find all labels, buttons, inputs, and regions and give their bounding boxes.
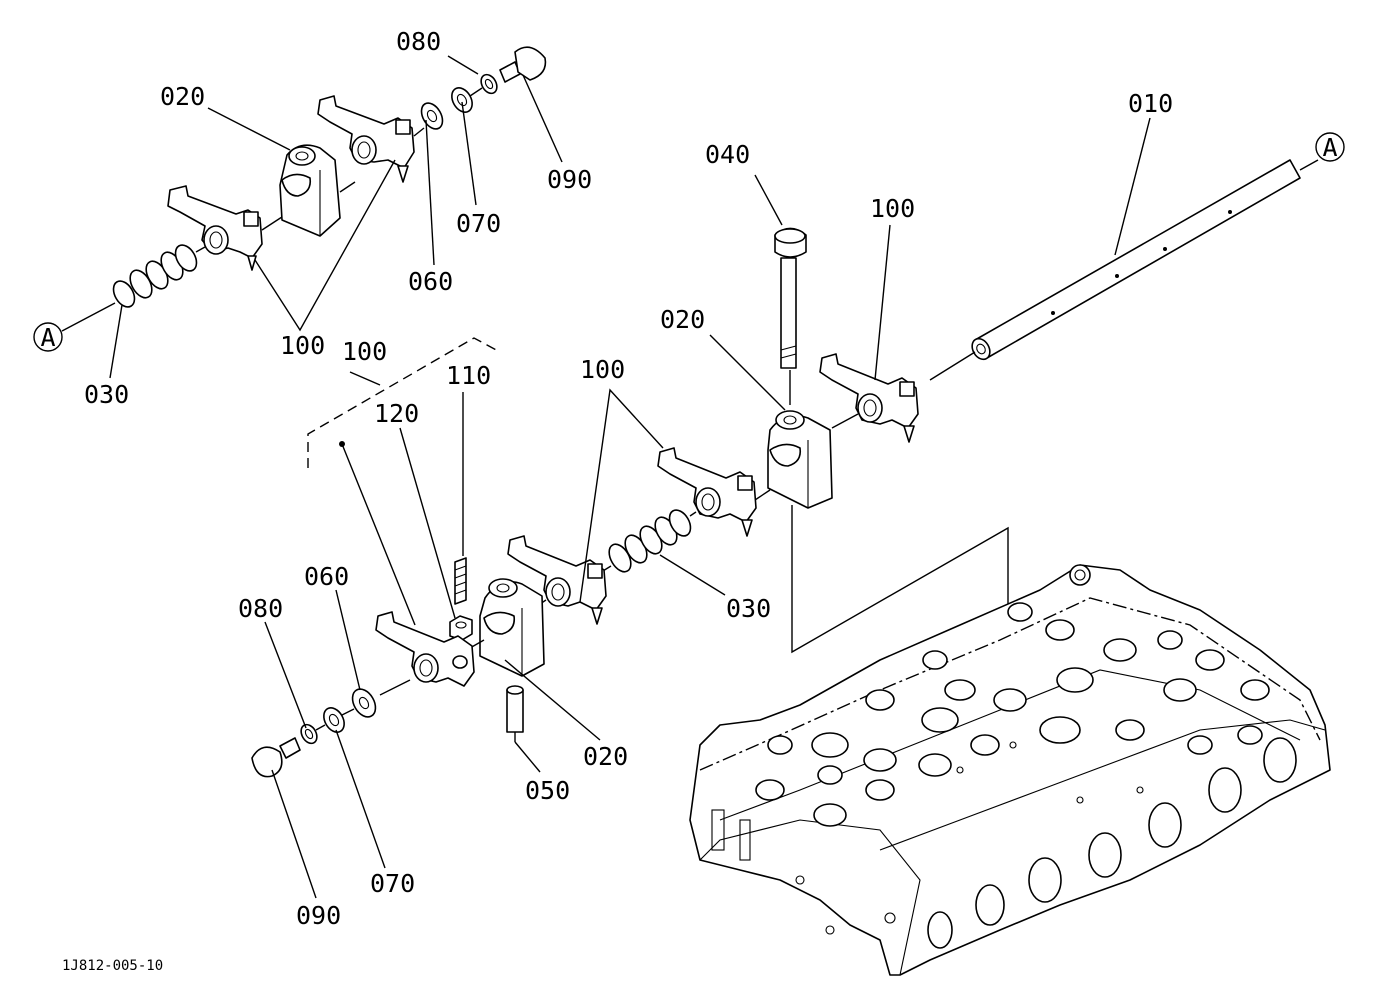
pin-050 [506,685,524,733]
label-060-low: 060 [304,562,349,591]
label-010: 010 [1128,89,1173,118]
rocker-arm-100-top-left [167,185,263,271]
ref-a-left-label: A [40,323,55,352]
label-100-right: 100 [870,194,915,223]
part-labels: 010 020 020 020 030 030 040 050 060 060 … [62,27,1173,974]
leader-lines [109,55,1151,899]
reference-marker-a-right: A [1315,132,1345,162]
label-120: 120 [374,399,419,428]
reference-marker-a-left: A [33,322,63,352]
label-020-mid: 020 [660,305,705,334]
ref-a-right-label: A [1322,133,1337,162]
label-110: 110 [446,361,491,390]
label-090-top: 090 [547,165,592,194]
label-040: 040 [705,140,750,169]
label-020-low: 020 [583,742,628,771]
rocker-support-020-mid [767,410,833,509]
label-100-top: 100 [280,331,325,360]
rocker-support-020-low [479,578,545,677]
lock-washer-080-top [480,73,498,95]
spring-030-top [112,244,198,308]
washer-070-low [323,707,345,733]
rocker-arm-shaft [971,159,1319,361]
spring-030-mid [608,509,692,573]
label-070-top: 070 [456,209,501,238]
lock-washer-080-low [300,723,318,745]
label-100-dashed: 100 [342,337,387,366]
label-080-top: 080 [396,27,441,56]
rocker-arm-100-lower-left [375,611,475,687]
washer-060-top [420,102,444,130]
drawing-code: 1J812-005-10 [62,958,163,974]
washer-060-low [351,688,377,718]
rocker-arm-100-mid [657,447,757,537]
label-060-top: 060 [408,267,453,296]
rocker-support-020-top [279,144,341,237]
bolt-090-top [499,46,547,83]
rocker-arm-100-top-right [317,95,415,183]
bolt-040 [774,227,807,369]
lock-nut-120 [449,615,473,641]
label-030-left: 030 [84,380,129,409]
label-030-mid: 030 [726,594,771,623]
label-090-low: 090 [296,901,341,930]
cylinder-head [689,564,1331,976]
adjusting-screw-110 [454,557,467,605]
label-050: 050 [525,776,570,805]
label-080-low: 080 [238,594,283,623]
label-100-mid: 100 [580,355,625,384]
bolt-090-low [251,737,301,778]
label-070-low: 070 [370,869,415,898]
label-020-top: 020 [160,82,205,111]
washer-070-top [451,87,473,113]
rocker-arm-100-right [819,353,919,443]
